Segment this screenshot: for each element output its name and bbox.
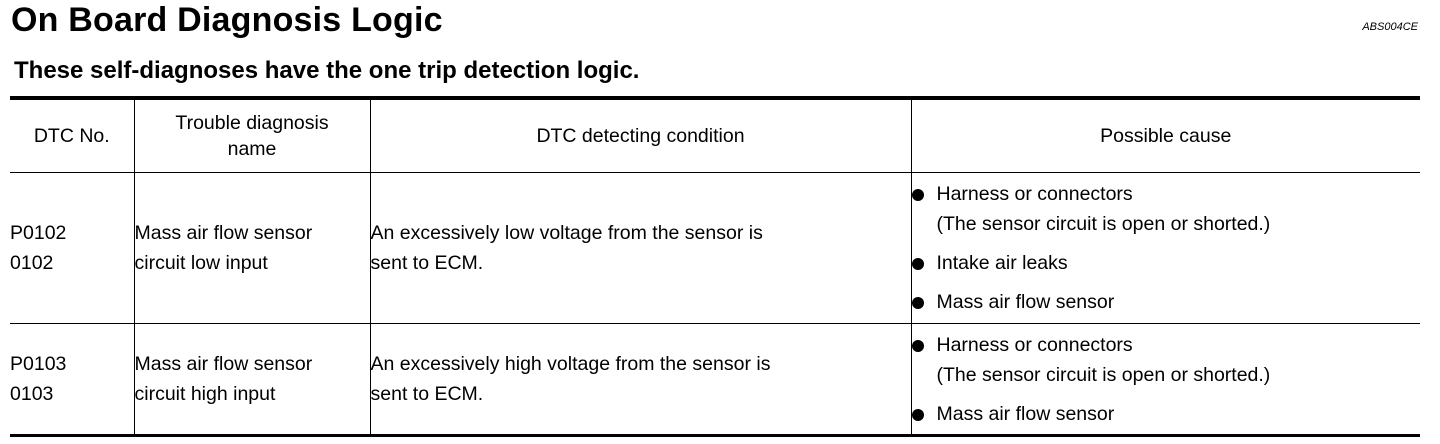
section-subtitle: These self-diagnoses have the one trip d… bbox=[14, 57, 640, 84]
trouble-diagnosis-name-line: circuit high input bbox=[134, 383, 276, 405]
trouble-diagnosis-name-line: Mass air flow sensor bbox=[134, 222, 313, 244]
detecting-condition-line: An excessively low voltage from the sens… bbox=[370, 222, 763, 244]
column-header-dtc-detecting-condition: DTC detecting condition bbox=[370, 98, 912, 173]
detecting-condition-cell: An excessively high voltage from the sen… bbox=[370, 323, 912, 436]
column-header-dtc-no: DTC No. bbox=[10, 98, 135, 173]
detecting-condition-line: sent to ECM. bbox=[370, 383, 484, 405]
dtc-code-cell: P0102 0102 bbox=[10, 172, 135, 324]
bullet-icon bbox=[911, 189, 924, 201]
list-item: Harness or connectors (The sensor circui… bbox=[911, 179, 1421, 239]
detecting-condition-line: An excessively high voltage from the sen… bbox=[370, 353, 771, 375]
list-item: Intake air leaks bbox=[911, 248, 1421, 278]
trouble-diagnosis-name-cell: Mass air flow sensor circuit high input bbox=[134, 323, 371, 436]
column-header-possible-cause: Possible cause bbox=[911, 98, 1420, 173]
possible-cause-cell: Harness or connectors (The sensor circui… bbox=[911, 324, 1420, 436]
bullet-icon bbox=[911, 297, 924, 309]
dtc-code-cell: P0103 0103 bbox=[10, 323, 135, 436]
column-header-trouble-diagnosis-name: Trouble diagnosis name bbox=[134, 98, 371, 173]
possible-cause-note: (The sensor circuit is open or shorted.) bbox=[936, 213, 1271, 235]
list-item: Harness or connectors (The sensor circui… bbox=[911, 330, 1421, 390]
bullet-icon bbox=[911, 339, 924, 352]
table-header-row: DTC No. Trouble diagnosis name DTC detec… bbox=[10, 98, 1420, 173]
bullet-icon bbox=[911, 408, 924, 421]
dtc-code-primary: P0103 bbox=[10, 353, 67, 375]
possible-cause-cell: Harness or connectors (The sensor circui… bbox=[911, 172, 1421, 324]
dtc-code-primary: P0102 bbox=[10, 222, 67, 244]
dtc-code-secondary: 0102 bbox=[10, 252, 54, 274]
possible-cause-list: Harness or connectors (The sensor circui… bbox=[911, 179, 1421, 317]
detecting-condition-line: sent to ECM. bbox=[370, 252, 484, 274]
detecting-condition-cell: An excessively low voltage from the sens… bbox=[370, 172, 912, 324]
possible-cause-text: Harness or connectors bbox=[936, 183, 1133, 205]
possible-cause-text: Intake air leaks bbox=[936, 252, 1068, 274]
table-row: P0102 0102 Mass air flow sensor circuit … bbox=[10, 172, 1421, 324]
page-title: On Board Diagnosis Logic bbox=[11, 1, 443, 39]
trouble-diagnosis-name-line: circuit low input bbox=[134, 252, 268, 274]
possible-cause-list: Harness or connectors (The sensor circui… bbox=[911, 330, 1421, 429]
dtc-table: DTC No. Trouble diagnosis name DTC detec… bbox=[10, 96, 1420, 437]
dtc-code-secondary: 0103 bbox=[10, 383, 54, 405]
possible-cause-text: Harness or connectors bbox=[936, 333, 1133, 356]
bullet-icon bbox=[911, 258, 924, 270]
possible-cause-text: Mass air flow sensor bbox=[936, 291, 1115, 313]
trouble-diagnosis-name-line: Mass air flow sensor bbox=[134, 353, 313, 375]
table-row: P0103 0103 Mass air flow sensor circuit … bbox=[10, 323, 1420, 436]
document-code: ABS004CE bbox=[1362, 21, 1418, 33]
possible-cause-text: Mass air flow sensor bbox=[936, 402, 1115, 425]
trouble-diagnosis-name-cell: Mass air flow sensor circuit low input bbox=[134, 172, 371, 324]
possible-cause-note: (The sensor circuit is open or shorted.) bbox=[936, 363, 1271, 386]
list-item: Mass air flow sensor bbox=[911, 287, 1421, 317]
column-header-trouble-diagnosis-name-text: Trouble diagnosis name bbox=[175, 112, 329, 160]
list-item: Mass air flow sensor bbox=[911, 399, 1421, 429]
